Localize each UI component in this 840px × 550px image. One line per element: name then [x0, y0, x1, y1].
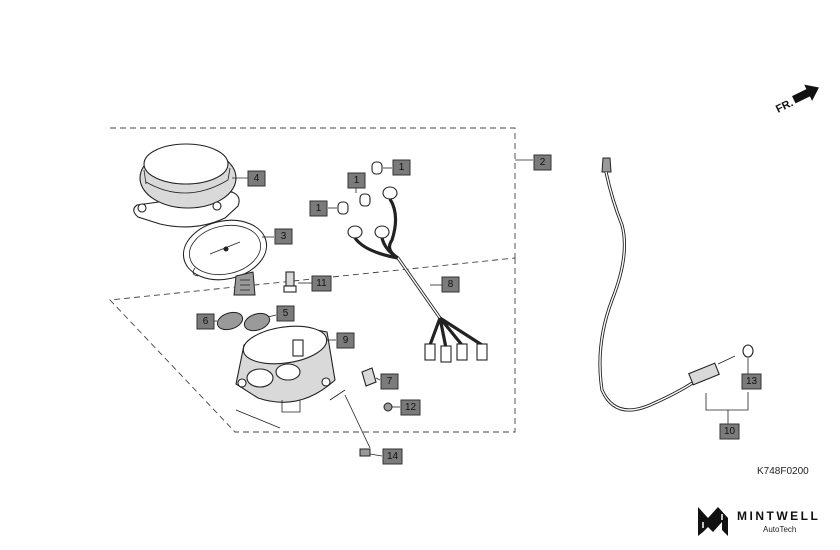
callout-3: 3: [274, 228, 293, 245]
svg-text:1: 1: [399, 162, 405, 173]
svg-text:5: 5: [283, 308, 289, 319]
callout-7: 7: [380, 373, 399, 390]
svg-text:8: 8: [448, 279, 454, 290]
callout-9: 9: [336, 332, 355, 349]
wire-harness-part: [347, 186, 488, 363]
svg-text:9: 9: [343, 335, 349, 346]
callout-14: 14: [382, 448, 403, 465]
bulb-parts: [328, 161, 392, 215]
speedometer-cable-part: [598, 157, 754, 424]
svg-text:10: 10: [724, 426, 736, 437]
svg-text:11: 11: [316, 278, 327, 289]
brand-name: MINTWELL: [737, 509, 821, 523]
svg-text:14: 14: [387, 451, 399, 462]
svg-text:FR.: FR.: [774, 97, 795, 116]
callout-13: 13: [741, 373, 762, 390]
svg-text:4: 4: [254, 173, 260, 184]
svg-text:1: 1: [354, 175, 360, 186]
callout-8: 8: [441, 276, 460, 293]
callout-12: 12: [400, 399, 421, 416]
callout-5: 5: [276, 305, 295, 322]
callout-1c: 1: [309, 200, 328, 217]
figure-code: K748F0200: [757, 466, 809, 477]
part-11-screw: [283, 271, 312, 293]
svg-text:6: 6: [203, 316, 209, 327]
front-direction-indicator: FR.: [774, 84, 819, 116]
brand-logo-icon: [698, 507, 728, 536]
callout-11: 11: [311, 275, 332, 292]
meter-case-part: [235, 325, 346, 429]
svg-text:12: 12: [405, 402, 417, 413]
callout-1b: 1: [347, 172, 366, 189]
svg-text:2: 2: [540, 157, 546, 168]
callout-1a: 1: [392, 159, 411, 176]
svg-text:7: 7: [387, 376, 393, 387]
callout-4: 4: [247, 170, 266, 187]
meter-cover-part: [133, 143, 250, 228]
svg-text:13: 13: [746, 376, 758, 387]
svg-text:1: 1: [316, 203, 322, 214]
brand-subtitle: AutoTech: [763, 525, 797, 534]
svg-text:3: 3: [281, 231, 287, 242]
speedometer-face-part: [182, 219, 274, 296]
callout-10: 10: [719, 423, 740, 440]
callout-6: 6: [196, 313, 215, 330]
pad-parts: [214, 311, 277, 332]
small-hardware-parts: [344, 367, 400, 457]
callout-2: 2: [533, 154, 552, 171]
